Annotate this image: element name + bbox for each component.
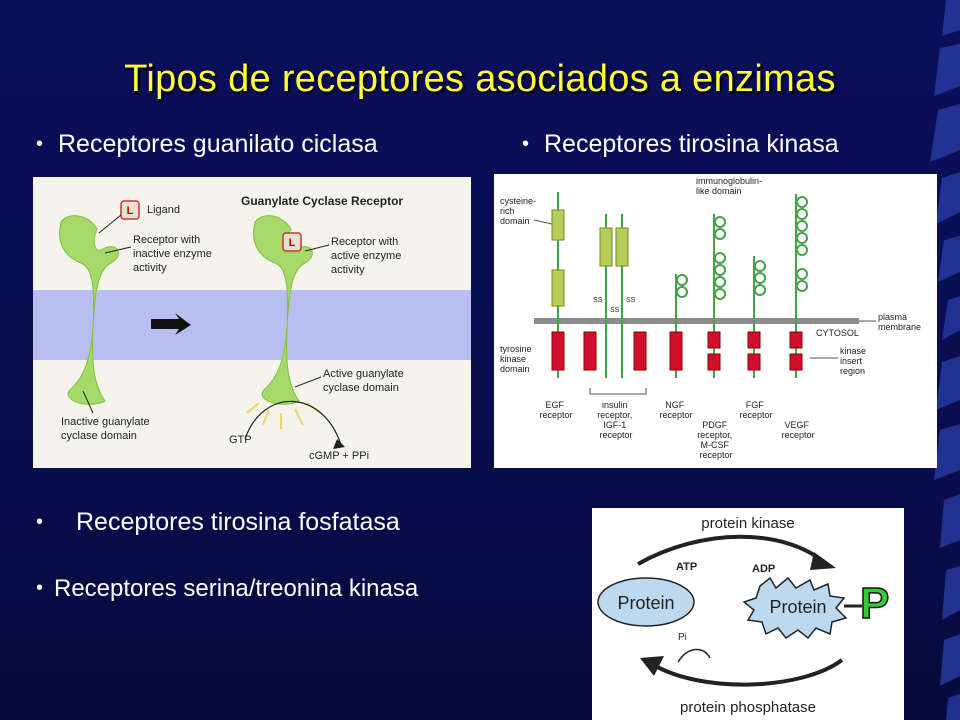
pdgf-receptor xyxy=(707,214,726,378)
svg-text:SS: SS xyxy=(610,307,620,314)
ligand-badge-bound-letter: L xyxy=(289,237,296,249)
gtp-label: GTP xyxy=(229,434,252,446)
active-domain-label: Active guanylate cyclase domain xyxy=(323,368,407,394)
reaction-arrow xyxy=(244,400,342,446)
bullet-tirosina-kinasa: • Receptores tirosina kinasa xyxy=(522,130,839,159)
transition-arrow xyxy=(151,313,191,335)
pdgf-label: PDGF receptor, M-CSF receptor xyxy=(697,420,735,460)
atp-label: ATP xyxy=(676,561,697,573)
ligand-badge-letter: L xyxy=(127,205,134,217)
kinase-cycle-figure: protein kinase ATP ADP Protein Protein P… xyxy=(592,508,904,720)
protein-phosphatase-label: protein phosphatase xyxy=(680,699,816,716)
decorative-stripes xyxy=(930,0,960,720)
inactive-receptor-label: Receptor with inactive enzyme activity xyxy=(133,234,215,274)
bullet-dot: • xyxy=(36,133,44,155)
slide-title: Tipos de receptores asociados a enzimas xyxy=(124,58,836,100)
pi-label: Pi xyxy=(678,632,687,643)
protein-unphosphorylated xyxy=(597,577,695,627)
insulin-receptor: SS SS SS xyxy=(583,214,647,378)
inactive-receptor-shape xyxy=(59,215,119,405)
ngf-label: NGF receptor xyxy=(659,400,692,420)
bullet-dot: • xyxy=(522,133,530,155)
phosphatase-arrow xyxy=(650,658,844,687)
svg-text:SS: SS xyxy=(593,297,603,304)
fgf-label: FGF receptor xyxy=(739,400,772,420)
vegf-label: VEGF receptor xyxy=(781,420,814,440)
bullet-guanilato: • Receptores guanilato ciclasa xyxy=(36,130,378,159)
ligand-badge-bound xyxy=(282,232,302,252)
bullet-tirosina-kinasa-label: Receptores tirosina kinasa xyxy=(544,130,839,158)
kinase-insert-label: kinase insert region xyxy=(840,346,869,376)
guanylate-figure-title: Guanylate Cyclase Receptor xyxy=(241,194,403,208)
ligand-badge xyxy=(120,200,140,220)
ligand-pointer xyxy=(98,214,122,234)
phosphatase-arrowhead xyxy=(640,656,664,676)
ligand-label: Ligand xyxy=(147,204,180,216)
cysteine-domain-label: cysteine- rich domain xyxy=(500,196,539,226)
bullet-tirosina-fosfatasa-label: Receptores tirosina fosfatasa xyxy=(76,508,400,536)
reaction-arrowhead xyxy=(333,439,345,449)
kinase-arrow xyxy=(637,534,826,566)
cytosol-label: CYTOSOL xyxy=(816,328,859,338)
cysteine-pointer xyxy=(533,219,553,225)
receptor-pointer xyxy=(104,246,132,254)
bullet-serina-label: Receptores serina/treonina kinasa xyxy=(54,575,419,602)
rtk-figure: plasma membrane CYTOSOL cysteine- rich d… xyxy=(494,174,937,468)
svg-text:SS: SS xyxy=(626,297,636,304)
inactive-domain-pointer xyxy=(82,390,94,414)
tyrosine-kinase-label: tyrosine kinase domain xyxy=(500,344,534,374)
pi-arrow xyxy=(677,648,711,663)
bullet-guanilato-label: Receptores guanilato ciclasa xyxy=(58,130,378,158)
protein-right-label: Protein xyxy=(769,597,826,617)
active-domain-pointer xyxy=(294,376,322,388)
insulin-label: insulin receptor, IGF-1 receptor xyxy=(597,400,635,440)
bullet-dot: • xyxy=(36,577,44,599)
protein-phosphorylated xyxy=(742,576,848,640)
protein-left-label: Protein xyxy=(617,593,674,613)
phosphate-label: P xyxy=(860,579,889,628)
guanylate-cyclase-figure: Guanylate Cyclase Receptor L Ligand Rece… xyxy=(33,177,471,468)
active-receptor-label: Receptor with active enzyme activity xyxy=(331,236,404,276)
plasma-membrane-label: plasma membrane xyxy=(878,312,921,332)
protein-kinase-label: protein kinase xyxy=(701,515,794,532)
kinase-arrowhead xyxy=(810,552,836,570)
vegf-receptor xyxy=(789,194,808,378)
fgf-receptor xyxy=(747,256,766,378)
inactive-domain-label: Inactive guanylate cyclase domain xyxy=(61,416,153,442)
insulin-bracket xyxy=(589,388,647,395)
ngf-receptor xyxy=(669,274,688,378)
immunoglobulin-label: immunoglobulin- like domain xyxy=(696,176,765,196)
egf-receptor xyxy=(551,192,565,378)
egf-label: EGF receptor xyxy=(539,400,572,420)
adp-label: ADP xyxy=(752,563,775,575)
bullet-serina: • Receptores serina/treonina kinasa xyxy=(36,575,418,603)
bullet-dot: • xyxy=(36,511,44,533)
active-receptor-pointer xyxy=(304,244,330,252)
plasma-membrane-line xyxy=(534,318,859,324)
products-label: cGMP + PPi xyxy=(309,450,369,462)
membrane-band xyxy=(33,290,471,360)
bullet-tirosina-fosfatasa: • Receptores tirosina fosfatasa xyxy=(36,508,400,537)
